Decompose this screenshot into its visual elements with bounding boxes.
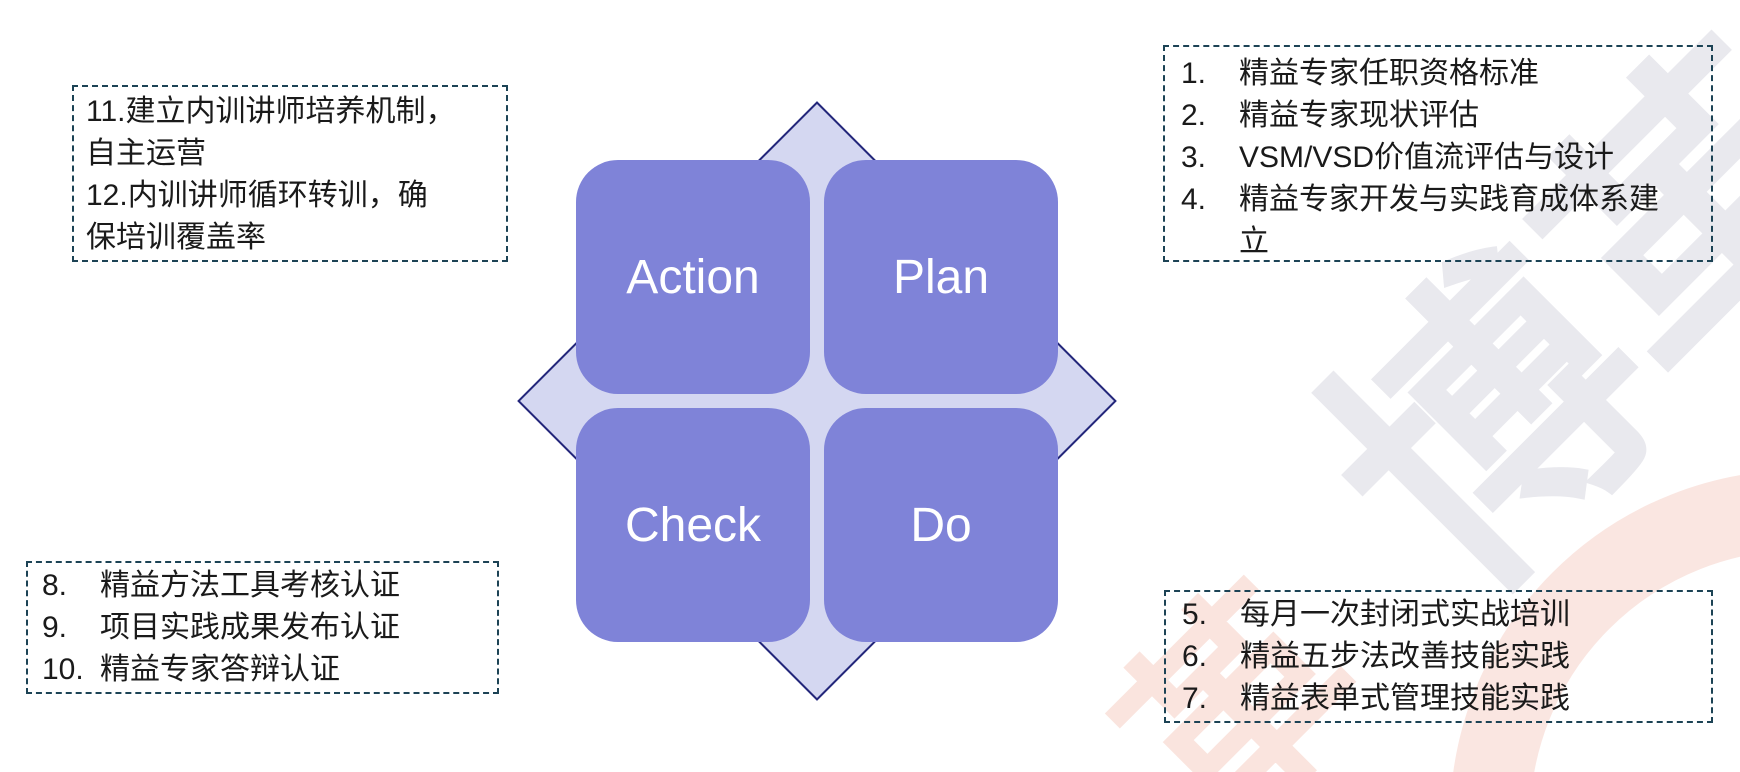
item-text: 项目实践成果发布认证	[100, 611, 400, 644]
note-line: 保培训覆盖率	[86, 221, 266, 254]
note-item: 5. 每月一次封闭式实战培训	[1182, 594, 1695, 636]
note-item: 6. 精益五步法改善技能实践	[1182, 636, 1695, 678]
item-text: 精益专家任职资格标准	[1239, 57, 1539, 90]
item-number: 1.	[1181, 57, 1207, 90]
item-text: VSM/VSD价值流评估与设计	[1239, 141, 1615, 174]
note-item: 9. 项目实践成果发布认证	[42, 607, 483, 649]
note-line: 自主运营	[86, 137, 206, 170]
item-text: 精益方法工具考核认证	[100, 569, 400, 602]
item-text: 精益五步法改善技能实践	[1240, 640, 1570, 673]
action-notes-box: 11.建立内训讲师培养机制， 自主运营 12.内训讲师循环转训，确 保培训覆盖率	[72, 85, 508, 262]
plan-notes-box: 1. 精益专家任职资格标准 2. 精益专家现状评估 3. VSM/VSD价值流评…	[1163, 45, 1713, 262]
pdca-label-action: Action	[626, 250, 760, 304]
note-item: 8. 精益方法工具考核认证	[42, 565, 483, 607]
note-item: 7. 精益表单式管理技能实践	[1182, 678, 1695, 720]
note-line: 11.建立内训讲师培养机制，	[86, 95, 456, 128]
pdca-tile-do: Do	[824, 408, 1058, 642]
pdca-label-do: Do	[910, 498, 972, 552]
pdca-tile-plan: Plan	[824, 160, 1058, 394]
item-number: 3.	[1181, 141, 1207, 174]
item-text: 每月一次封闭式实战培训	[1240, 598, 1570, 631]
pdca-diagram: Action Plan Check Do	[517, 101, 1117, 701]
note-item: 3. VSM/VSD价值流评估与设计	[1181, 137, 1695, 179]
note-line: 12.内训讲师循环转训，确	[86, 179, 428, 212]
item-text: 精益表单式管理技能实践	[1240, 682, 1570, 715]
item-number: 2.	[1181, 99, 1207, 132]
item-number: 8.	[42, 569, 68, 602]
item-text: 精益专家开发与实践育成体系建立	[1239, 183, 1659, 258]
item-number: 9.	[42, 611, 68, 644]
pdca-tile-check: Check	[576, 408, 810, 642]
item-number: 4.	[1181, 183, 1207, 216]
do-notes-box: 5. 每月一次封闭式实战培训 6. 精益五步法改善技能实践 7. 精益表单式管理…	[1164, 590, 1713, 723]
item-number: 7.	[1182, 682, 1208, 715]
pdca-label-check: Check	[624, 498, 762, 552]
pdca-tile-action: Action	[576, 160, 810, 394]
note-item: 1. 精益专家任职资格标准	[1181, 53, 1695, 95]
item-number: 6.	[1182, 640, 1208, 673]
pdca-label-plan: Plan	[892, 250, 990, 304]
note-item: 2. 精益专家现状评估	[1181, 95, 1695, 137]
note-item: 10. 精益专家答辩认证	[42, 649, 483, 691]
item-text: 精益专家现状评估	[1239, 99, 1479, 132]
note-item: 4. 精益专家开发与实践育成体系建立	[1181, 179, 1695, 263]
item-number: 5.	[1182, 598, 1208, 631]
check-notes-box: 8. 精益方法工具考核认证 9. 项目实践成果发布认证 10. 精益专家答辩认证	[26, 561, 499, 694]
pdca-tiles: Action Plan Check Do	[576, 160, 1058, 642]
item-text: 精益专家答辩认证	[100, 653, 340, 686]
item-number: 10.	[42, 653, 84, 686]
